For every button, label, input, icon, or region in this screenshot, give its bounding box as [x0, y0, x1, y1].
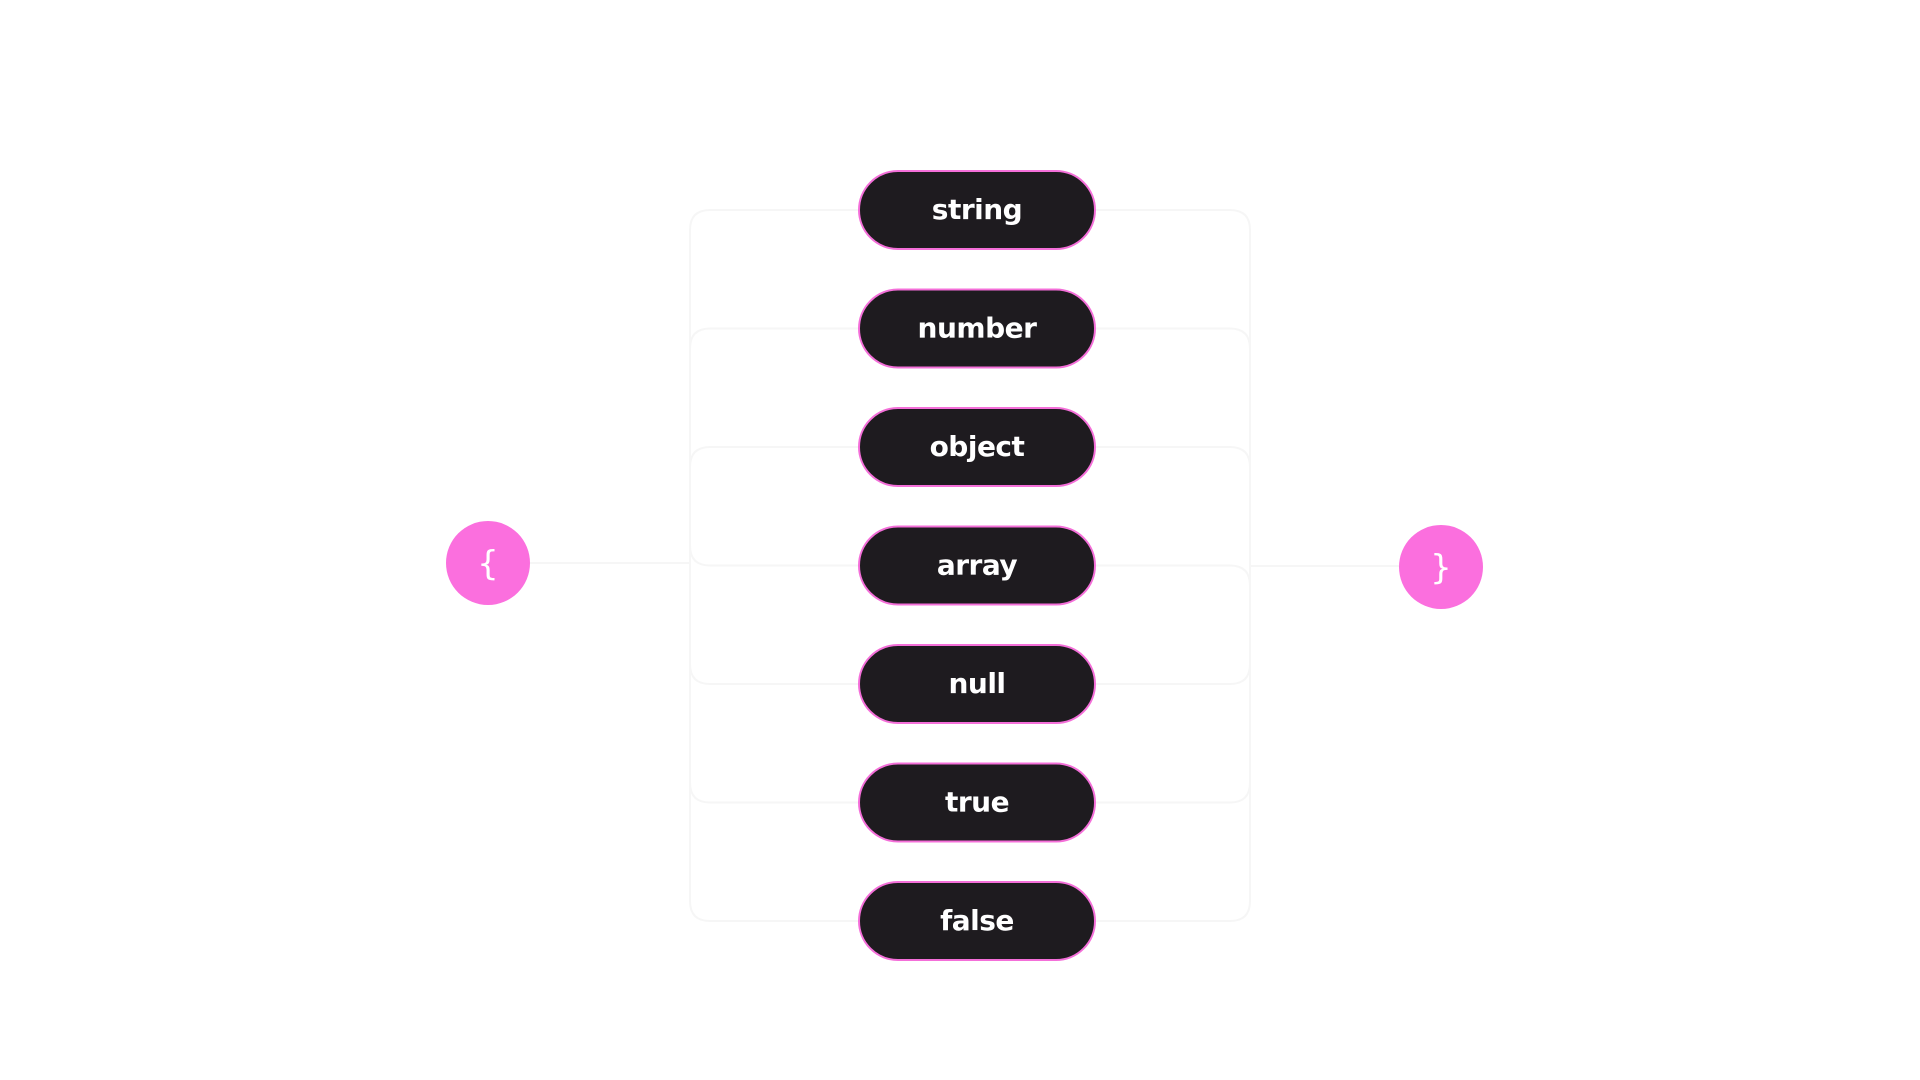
value-pill-shape — [858, 525, 1096, 606]
value-pill-shape — [858, 762, 1096, 843]
connector-branch — [689, 563, 1251, 922]
close-brace-node: } — [1399, 525, 1483, 609]
value-pill-false: false — [858, 881, 1096, 961]
connector-branch — [689, 446, 1251, 566]
value-pill-label: object — [930, 430, 1025, 463]
value-pill-shape — [858, 881, 1096, 961]
value-pill-shape — [858, 170, 1096, 250]
value-type-list: string number object array null true false — [858, 170, 1096, 961]
connector-lines — [530, 209, 1399, 922]
close-brace-circle — [1399, 525, 1483, 609]
close-brace-label: } — [1430, 548, 1452, 588]
value-pill-true: true — [858, 762, 1096, 843]
open-brace-label: { — [477, 544, 499, 584]
connector-line — [530, 562, 1399, 567]
value-pill-null: null — [858, 644, 1096, 724]
value-pill-label: number — [918, 312, 1038, 345]
connector-branch — [689, 327, 1251, 566]
value-pill-shape — [858, 644, 1096, 724]
value-pill-label: false — [940, 904, 1014, 937]
value-pill-array: array — [858, 525, 1096, 606]
value-pill-shape — [858, 407, 1096, 487]
value-pill-label: string — [932, 193, 1022, 226]
value-pill-string: string — [858, 170, 1096, 250]
value-pill-label: null — [948, 667, 1005, 700]
open-brace-circle — [446, 521, 530, 605]
value-pill-shape — [858, 288, 1096, 369]
value-pill-number: number — [858, 288, 1096, 369]
value-pill-label: array — [937, 549, 1018, 582]
open-brace-node: { — [446, 521, 530, 605]
value-pill-label: true — [945, 786, 1009, 819]
connector-branch — [689, 209, 1251, 566]
value-pill-object: object — [858, 407, 1096, 487]
